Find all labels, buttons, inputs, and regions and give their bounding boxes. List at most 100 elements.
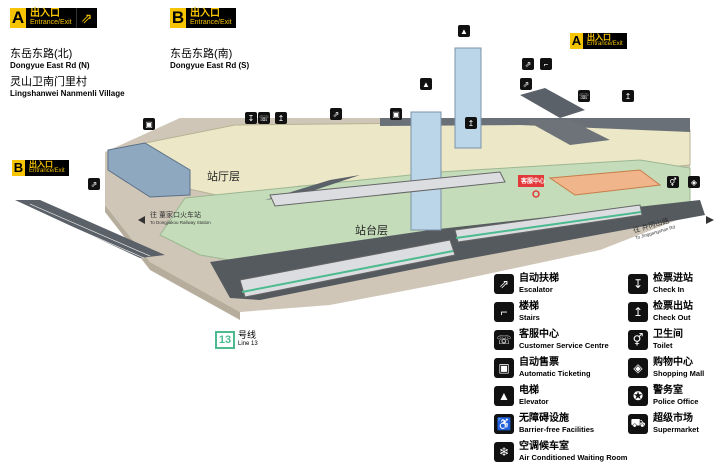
legend-label-en: Supermarket [653, 425, 699, 434]
road-name-cn: 东岳东路(南) [170, 48, 233, 60]
concourse-level-label: 站厅层 [207, 171, 240, 183]
legend-label-cn: 空调候车室 [519, 441, 569, 452]
train-lower-stripe [241, 250, 454, 293]
escalator-icon: ⇗ [522, 58, 534, 70]
entrance-letter: A [10, 8, 26, 28]
left-escalator-stairs [15, 200, 165, 258]
ground-front-side [105, 205, 240, 320]
legend-label-cn: 卫生间 [653, 329, 683, 340]
legend-label-en: Escalator [519, 285, 553, 294]
legend-label-en: Barrier-free Facilities [519, 425, 595, 434]
legend-label-cn: 检票出站 [653, 301, 693, 312]
escalator-steps-left [23, 203, 151, 259]
cart-icon: ⛟ [628, 414, 648, 434]
entrance-label-en: Entrance/Exit [587, 41, 623, 47]
you-are-here-dot [532, 190, 540, 198]
toilet-icon: ⚥ [628, 330, 648, 350]
direction-en: To Dongjiakou Railway Station [150, 220, 211, 225]
central-pillar [410, 111, 442, 231]
check-out-icon: ↥ [465, 117, 477, 129]
right-escalator [525, 120, 610, 145]
ticket-machine-icon: ▣ [143, 118, 155, 130]
check-in-icon: ↧ [245, 112, 257, 124]
road-name-cn: 东岳东路(北) [10, 48, 73, 60]
entrance-b-badge-top: B 出入口 Entrance/Exit [170, 8, 236, 28]
tower-glass [454, 47, 482, 149]
legend-label-en: Elevator [519, 397, 549, 406]
snowflake-icon: ❄ [494, 442, 514, 462]
escalator-icon: ⇗ [88, 178, 100, 190]
entrance-letter: B [12, 160, 25, 176]
customer-service-icon: ☏ [258, 112, 270, 124]
legend-label-cn: 电梯 [519, 385, 539, 396]
ticket-machine-icon: ▣ [494, 358, 514, 378]
legend-label-cn: 自动售票 [519, 357, 559, 368]
entrance-label-cn: 出入口 [190, 8, 220, 19]
line-13-badge: 13 号线 Line 13 [215, 331, 258, 349]
escalator-icon: ⇗ [520, 78, 532, 90]
entrance-a-roads: 东岳东路(北) Dongyue East Rd (N) 灵山卫南门里村 Ling… [10, 45, 125, 98]
legend-label-en: Check Out [653, 313, 691, 322]
legend-label-cn: 购物中心 [653, 357, 693, 368]
road-name-en: Dongyue East Rd (N) [10, 61, 90, 70]
entrance-a-badge-right: A 出入口 Entrance/Exit [570, 33, 627, 49]
check-out-icon: ↥ [275, 112, 287, 124]
road-name-cn: 灵山卫南门里村 [10, 76, 87, 88]
road-name-en: Dongyue East Rd (S) [170, 61, 250, 70]
legend-label-cn: 超级市场 [653, 413, 693, 424]
legend-label-cn: 客服中心 [519, 329, 559, 340]
customer-service-icon: ☏ [578, 90, 590, 102]
road-name-en: Lingshanwei Nanmenli Village [10, 89, 125, 98]
shopping-bag-icon: ◈ [628, 358, 648, 378]
service-centre-sign: 客服中心 [521, 179, 546, 185]
entrance-a-badge-left: A 出入口 Entrance/Exit ⇗ [10, 8, 97, 28]
train-upper-stripe [455, 211, 642, 239]
shopping-bag-icon: ◈ [688, 176, 700, 188]
legend-label-en: Police Office [653, 397, 699, 406]
legend-label-cn: 检票进站 [653, 273, 693, 284]
shops-block [548, 169, 662, 196]
entrance-label-cn: 出入口 [29, 160, 53, 169]
legend-label-en: Stairs [519, 313, 540, 322]
legend-label-en: Toilet [653, 341, 673, 350]
direction-left: 往 董家口火车站 To Dongjiakou Railway Station [150, 210, 211, 225]
right-direction-arrow [706, 216, 714, 224]
elevator-icon: ▲ [494, 386, 514, 406]
line-number: 13 [215, 331, 235, 349]
left-building-block [107, 142, 191, 198]
customer-service-icon: ☏ [494, 330, 514, 350]
check-out-icon: ↥ [622, 90, 634, 102]
escalator-icon: ⇗ [330, 108, 342, 120]
legend-label-en: Customer Service Centre [519, 341, 609, 350]
check-out-icon: ↥ [628, 302, 648, 322]
toilet-icon: ⚥ [667, 176, 679, 188]
entrance-letter: B [170, 8, 186, 28]
left-direction-arrow [138, 216, 145, 224]
entrance-b-badge-left: B 出入口 Entrance/Exit [12, 160, 69, 176]
legend-label-en: Shopping Mall [653, 369, 705, 378]
entrance-letter: A [570, 33, 583, 49]
entrance-label-en: Entrance/Exit [190, 19, 232, 26]
legend-label-cn: 楼梯 [519, 301, 539, 312]
elevator-icon: ▲ [458, 25, 470, 37]
entrance-label-cn: 出入口 [30, 8, 60, 19]
elevator-icon: ▲ [420, 78, 432, 90]
stairs-icon: ⌐ [540, 58, 552, 70]
legend-label-en: Automatic Ticketing [519, 369, 591, 378]
stairs-icon: ⌐ [494, 302, 514, 322]
wheelchair-icon: ♿ [494, 414, 514, 434]
line-label-cn: 号线 [238, 330, 257, 340]
legend-label-cn: 无障碍设施 [519, 413, 569, 424]
ticket-machine-icon: ▣ [390, 108, 402, 120]
